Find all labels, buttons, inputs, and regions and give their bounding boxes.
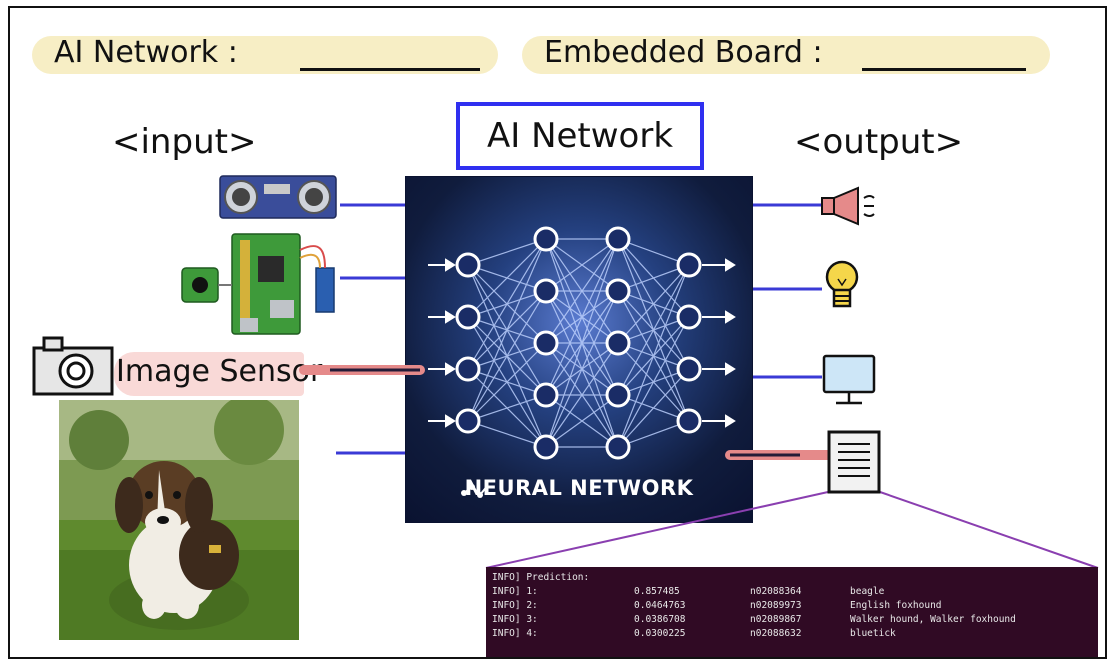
image-sensor-highlight bbox=[114, 352, 304, 396]
terminal-cell-tag: INFO] 1: bbox=[492, 586, 538, 597]
network-node bbox=[533, 330, 559, 356]
network-edge bbox=[545, 238, 619, 292]
network-node bbox=[605, 330, 631, 356]
network-edge bbox=[617, 264, 690, 292]
network-edge bbox=[617, 264, 690, 396]
neural-network-panel: NEURAL NETWORK bbox=[405, 176, 753, 523]
embedded-board-header-label: Embedded Board : bbox=[544, 35, 823, 70]
arrow-head-icon bbox=[725, 258, 736, 272]
terminal-cell-prob: 0.857485 bbox=[634, 586, 680, 597]
speaker-icon bbox=[821, 186, 875, 226]
beagle-photo bbox=[59, 400, 299, 640]
ai-network-pill bbox=[32, 36, 498, 74]
network-edge bbox=[617, 264, 690, 448]
arrow-head-icon bbox=[445, 258, 456, 272]
prediction-terminal: INFO] Prediction: INFO] 1: 0.857485 n02088… bbox=[486, 567, 1098, 657]
network-node bbox=[533, 434, 559, 460]
network-edge bbox=[617, 238, 690, 266]
network-edge bbox=[545, 394, 619, 448]
terminal-cell-label: English foxhound bbox=[850, 600, 942, 611]
terminal-cell-tag: INFO] 2: bbox=[492, 600, 538, 611]
terminal-header-row: INFO] Prediction: bbox=[492, 571, 1092, 585]
terminal-cell-label: beagle bbox=[850, 586, 885, 597]
monitor-icon bbox=[822, 354, 876, 405]
neural-network-graph bbox=[428, 226, 736, 498]
arrow-head-icon bbox=[725, 414, 736, 428]
terminal-cell-id: n02089867 bbox=[750, 614, 802, 625]
network-edge bbox=[545, 290, 619, 448]
network-node bbox=[455, 408, 481, 434]
embedded-board-blank bbox=[862, 68, 1026, 71]
terminal-cell-prob: 0.0464763 bbox=[634, 600, 686, 611]
network-edge bbox=[467, 238, 547, 318]
arrow-head-icon bbox=[725, 310, 736, 324]
network-node bbox=[605, 382, 631, 408]
network-node bbox=[605, 226, 631, 252]
network-edge bbox=[467, 394, 547, 422]
network-edge bbox=[467, 238, 547, 370]
input-section-label: <input> bbox=[112, 122, 257, 162]
ai-network-blank bbox=[300, 68, 480, 71]
raspberry-pi-board-icon bbox=[181, 233, 335, 335]
terminal-cell-prob: 0.0386708 bbox=[634, 614, 686, 625]
neural-network-logo-icon bbox=[461, 484, 489, 498]
terminal-cell-id: n02088632 bbox=[750, 628, 802, 639]
output-section-label: <output> bbox=[794, 122, 964, 162]
document-icon bbox=[827, 430, 881, 494]
network-edge bbox=[467, 238, 547, 266]
terminal-header: INFO] Prediction: bbox=[492, 572, 590, 583]
network-node bbox=[605, 434, 631, 460]
terminal-row: INFO] 4: 0.0300225 n02088632 bluetick bbox=[492, 627, 1092, 641]
network-node bbox=[676, 356, 702, 382]
network-node bbox=[676, 408, 702, 434]
network-edge bbox=[617, 264, 690, 344]
network-node bbox=[676, 304, 702, 330]
network-edge bbox=[467, 290, 547, 422]
network-edge bbox=[617, 316, 690, 448]
camera-icon bbox=[32, 336, 114, 396]
network-edge bbox=[545, 238, 619, 396]
ai-network-title-box: AI Network bbox=[456, 102, 704, 170]
ultrasonic-sensor-icon bbox=[219, 175, 337, 219]
terminal-cell-label: bluetick bbox=[850, 628, 896, 639]
network-edge bbox=[467, 420, 547, 448]
terminal-cell-tag: INFO] 4: bbox=[492, 628, 538, 639]
network-edge bbox=[545, 238, 619, 448]
terminal-cell-prob: 0.0300225 bbox=[634, 628, 686, 639]
terminal-cell-id: n02089973 bbox=[750, 600, 802, 611]
network-node bbox=[533, 278, 559, 304]
arrow-head-icon bbox=[445, 310, 456, 324]
network-edge bbox=[545, 238, 619, 344]
network-node bbox=[455, 356, 481, 382]
arrow-head-icon bbox=[445, 414, 456, 428]
network-edge bbox=[617, 420, 690, 448]
neural-network-label: NEURAL NETWORK bbox=[464, 476, 694, 500]
terminal-cell-id: n02088364 bbox=[750, 586, 802, 597]
network-edge bbox=[545, 342, 619, 448]
network-node bbox=[455, 252, 481, 278]
network-edge bbox=[467, 342, 547, 422]
terminal-row: INFO] 2: 0.0464763 n02089973 English foxhou… bbox=[492, 599, 1092, 613]
network-node bbox=[676, 252, 702, 278]
arrow-head-icon bbox=[725, 362, 736, 376]
ai-network-header-label: AI Network : bbox=[54, 35, 238, 70]
arrow-head-icon bbox=[445, 362, 456, 376]
terminal-row: INFO] 1: 0.857485 n02088364 beagle bbox=[492, 585, 1092, 599]
network-edge bbox=[617, 368, 690, 448]
network-edge bbox=[467, 238, 547, 422]
terminal-cell-tag: INFO] 3: bbox=[492, 614, 538, 625]
network-node bbox=[605, 278, 631, 304]
terminal-row: INFO] 3: 0.0386708 n02089867 Walker hound, … bbox=[492, 613, 1092, 627]
terminal-cell-label: Walker hound, Walker foxhound bbox=[850, 614, 1016, 625]
embedded-board-pill bbox=[522, 36, 1050, 74]
network-node bbox=[455, 304, 481, 330]
image-sensor-label: Image Sensor bbox=[116, 354, 323, 389]
light-bulb-icon bbox=[825, 260, 859, 308]
network-node bbox=[533, 226, 559, 252]
ai-network-title: AI Network bbox=[486, 116, 674, 156]
network-node bbox=[533, 382, 559, 408]
